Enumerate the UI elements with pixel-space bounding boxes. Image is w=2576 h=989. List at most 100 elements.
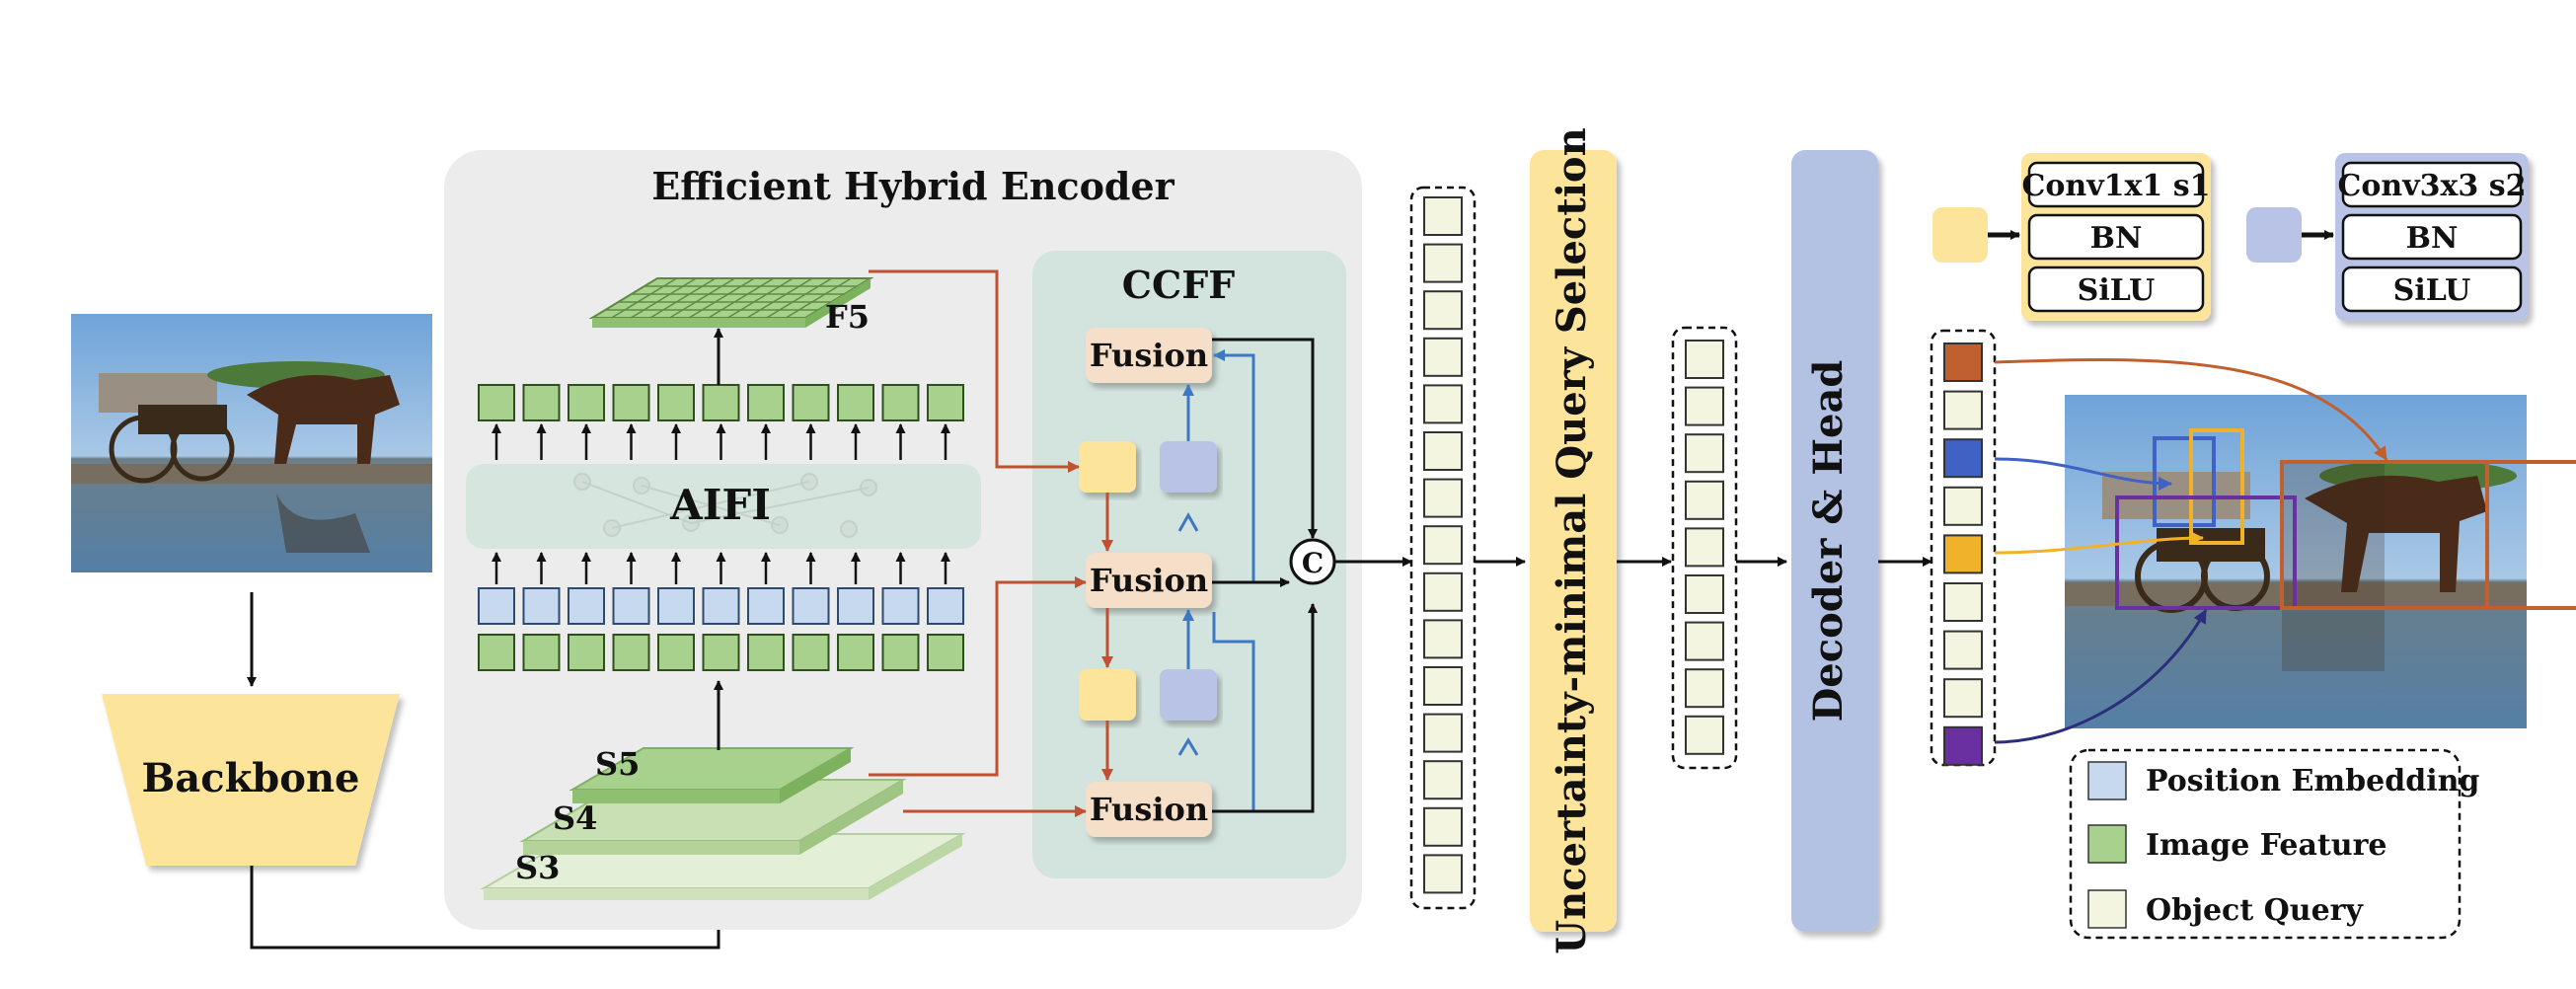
aifi-output-token: [927, 384, 964, 421]
token-arrows: [492, 552, 950, 584]
fusion-block-middle: Fusion: [1086, 553, 1212, 608]
svg-text:SiLU: SiLU: [2393, 273, 2471, 308]
f5-gridline: [649, 277, 717, 319]
query-to-box-arrows: [1994, 357, 2388, 744]
svg-text:Conv1x1 s1: Conv1x1 s1: [2022, 169, 2211, 203]
query-token: [1685, 433, 1724, 474]
aifi-output-arrows: [492, 423, 950, 460]
backbone-block: Backbone: [102, 694, 400, 866]
f5-gridline: [708, 277, 775, 319]
aifi-block: AIFI: [466, 464, 981, 549]
image-feature-token: [478, 634, 515, 671]
position-token: [612, 587, 650, 625]
query-token: [1423, 854, 1463, 894]
query-token: [1943, 678, 1983, 719]
position-token: [747, 587, 785, 625]
aifi-output-token: [568, 384, 605, 421]
concat-lines: [1212, 338, 1318, 813]
query-token: [1943, 725, 1983, 766]
query-token: [1943, 534, 1983, 574]
multiscale-features: S3 S4 S5: [480, 745, 966, 900]
query-token: [1685, 527, 1724, 568]
backbone-label: Backbone: [142, 755, 360, 801]
query-token: [1685, 386, 1724, 426]
query-token: [1685, 668, 1724, 709]
aifi-output-token: [702, 384, 740, 421]
image-feature-swatch: [2087, 824, 2127, 864]
position-token: [478, 587, 515, 625]
f5-front: [592, 318, 805, 328]
legend-position-embedding: Position Embedding: [2146, 764, 2479, 799]
conv1x1-block-upper: [1079, 441, 1136, 493]
query-token: [1423, 243, 1463, 283]
decoder-head-block: Decoder & Head: [1791, 150, 1878, 932]
query-token: [1423, 478, 1463, 518]
f5-gridline: [727, 277, 794, 319]
s4-label: S4: [553, 799, 597, 837]
query-token: [1943, 630, 1983, 670]
query-token: [1423, 196, 1463, 236]
f5-gridline: [688, 277, 755, 319]
query-token: [1685, 621, 1724, 661]
object-query-swatch: [2087, 889, 2127, 929]
position-token: [792, 587, 830, 625]
query-token: [1423, 760, 1463, 800]
svg-text:BN: BN: [2090, 221, 2143, 256]
fusion-block-bottom: Fusion: [1086, 782, 1212, 837]
image-feature-row: [478, 634, 964, 671]
position-token: [568, 587, 605, 625]
output-queries-column: [1930, 329, 1997, 767]
position-token: [702, 587, 740, 625]
horse-bbox: [2280, 460, 2489, 610]
query-token: [1423, 290, 1463, 331]
image-feature-token: [522, 634, 561, 671]
s3-label: S3: [515, 849, 560, 886]
ccff-title: CCFF: [1122, 263, 1235, 307]
image-feature-token: [881, 634, 920, 671]
legend-object-query: Object Query: [2146, 893, 2364, 928]
query-token: [1943, 582, 1983, 622]
position-embedding-row: [478, 587, 964, 625]
svg-text:BN: BN: [2406, 221, 2459, 256]
concat-node: C: [1289, 538, 1336, 585]
query-token: [1423, 666, 1463, 706]
image-feature-token: [792, 634, 830, 671]
position-token: [881, 587, 920, 625]
image-feature-token: [747, 634, 785, 671]
query-token: [1685, 574, 1724, 614]
conv1x1-legend: Conv1x1 s1 BN SiLU: [1932, 153, 2211, 321]
svg-text:Fusion: Fusion: [1090, 791, 1208, 828]
conv3x3-legend: Conv3x3 s2 BN SiLU: [2246, 153, 2529, 321]
query-token: [1423, 384, 1463, 424]
aifi-output-token: [522, 384, 561, 421]
query-selection-block: Uncertainty-minimal Query Selection: [1530, 127, 1617, 954]
aifi-output-token: [837, 384, 874, 421]
query-token: [1685, 340, 1724, 379]
query-token: [1423, 806, 1463, 847]
output-query-tokens: [1943, 342, 1983, 766]
f5-feature-map: [588, 277, 874, 328]
position-embedding-swatch: [2087, 761, 2127, 800]
input-image: [71, 314, 432, 572]
aifi-output-token: [478, 384, 515, 421]
query-token: [1685, 480, 1724, 520]
f5-gridline: [669, 277, 735, 319]
encoder-output-column: [1409, 186, 1477, 910]
image-feature-token: [568, 634, 605, 671]
aifi-output-row: [478, 384, 964, 421]
position-token: [837, 587, 874, 625]
query-token: [1685, 715, 1724, 755]
query-token: [1943, 486, 1983, 526]
query-token: [1423, 431, 1463, 471]
svg-text:Fusion: Fusion: [1090, 562, 1208, 599]
query-token: [1943, 342, 1983, 382]
svg-text:Conv3x3 s2: Conv3x3 s2: [2338, 169, 2527, 203]
selected-queries-column: [1671, 326, 1738, 770]
query-token: [1423, 525, 1463, 566]
position-token: [657, 587, 695, 625]
position-token: [927, 587, 964, 625]
red-flow-arrows: [869, 269, 1113, 817]
query-selection-label: Uncertainty-minimal Query Selection: [1549, 127, 1595, 953]
aifi-output-token: [881, 384, 920, 421]
